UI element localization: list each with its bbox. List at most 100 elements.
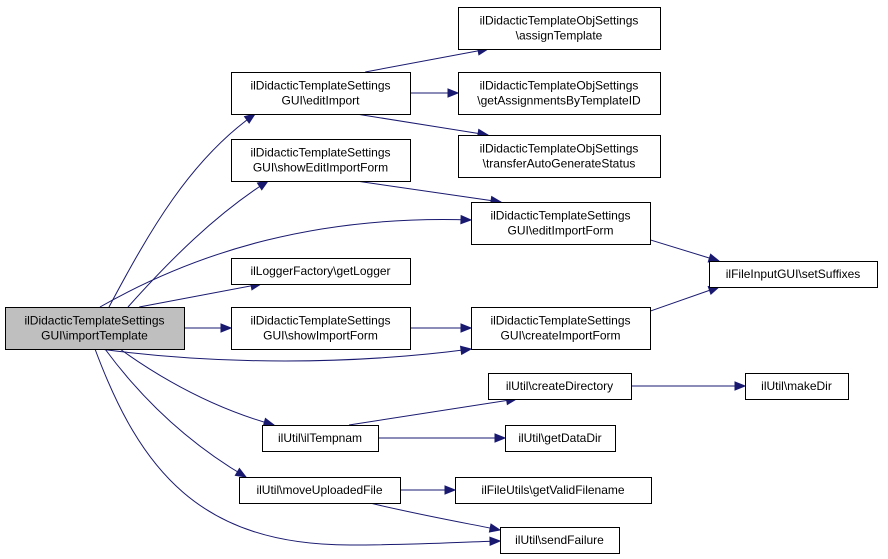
node-box[interactable] <box>458 7 661 50</box>
node-label: ilDidacticTemplateSettings <box>250 314 390 328</box>
nodes-layer: ilDidacticTemplateSettingsGUI\importTemp… <box>5 7 878 554</box>
node-box[interactable] <box>709 261 878 288</box>
edge-importTemplate-to-createImportForm <box>99 345 473 362</box>
arrow-head-icon <box>494 433 507 443</box>
edge-line <box>108 113 256 308</box>
arrow-head-icon <box>243 113 257 124</box>
edge-importTemplate-to-sendFailure <box>94 348 502 546</box>
node-box[interactable] <box>458 72 661 115</box>
arrow-head-icon <box>447 88 460 98</box>
arrow-head-icon <box>489 536 502 546</box>
node-getLogger[interactable]: ilLoggerFactory\getLogger <box>231 258 411 285</box>
node-box[interactable] <box>471 307 651 350</box>
node-label: GUI\editImport <box>281 94 360 108</box>
edge-line <box>348 398 517 426</box>
node-setSuffixes[interactable]: ilFileInputGUI\setSuffixes <box>709 261 878 288</box>
edge-ilTempnam-to-createDirectory <box>348 395 518 426</box>
node-label: ilDidacticTemplateObjSettings <box>480 14 639 28</box>
edge-editImport-to-assignTemplate <box>365 46 490 73</box>
node-box[interactable] <box>505 425 616 452</box>
node-label: ilDidacticTemplateSettings <box>250 146 390 160</box>
edge-line <box>649 286 720 312</box>
arrow-head-icon <box>488 523 502 533</box>
node-label: ilDidacticTemplateSettings <box>250 79 390 93</box>
edge-editImport-to-transferAutoGenerateStatus <box>356 113 490 139</box>
node-box[interactable] <box>458 135 661 178</box>
node-box[interactable] <box>231 72 411 115</box>
edge-moveUploadedFile-to-getValidFilename <box>400 485 457 495</box>
edge-line <box>356 180 502 203</box>
node-showEditImportForm[interactable]: ilDidacticTemplateSettingsGUI\showEditIm… <box>231 139 411 182</box>
edge-line <box>99 219 472 308</box>
node-label: ilDidacticTemplateSettings <box>490 209 630 223</box>
edge-line <box>127 180 269 308</box>
node-assignTemplate[interactable]: ilDidacticTemplateObjSettings\assignTemp… <box>458 7 661 50</box>
arrow-head-icon <box>220 323 233 333</box>
node-box[interactable] <box>231 139 411 182</box>
node-getDataDir[interactable]: ilUtil\getDataDir <box>505 425 616 452</box>
node-importTemplate[interactable]: ilDidacticTemplateSettingsGUI\importTemp… <box>5 307 185 350</box>
node-getAssignmentsByTemplateID[interactable]: ilDidacticTemplateObjSettings\getAssignm… <box>458 72 661 115</box>
edge-importTemplate-to-getLogger <box>139 281 263 308</box>
node-label: GUI\importTemplate <box>41 329 148 343</box>
arrow-head-icon <box>256 180 270 191</box>
node-getValidFilename[interactable]: ilFileUtils\getValidFilename <box>455 477 652 504</box>
edge-editImport-to-getAssignmentsByTemplateID <box>410 88 460 98</box>
node-box[interactable] <box>5 307 185 350</box>
node-createImportForm[interactable]: ilDidacticTemplateSettingsGUI\createImpo… <box>471 307 651 350</box>
edge-importTemplate-to-editImport <box>108 113 257 308</box>
node-moveUploadedFile[interactable]: ilUtil\moveUploadedFile <box>239 477 401 504</box>
edge-line <box>104 348 247 478</box>
edge-line <box>369 502 501 531</box>
edge-importTemplate-to-showImportForm <box>184 323 233 333</box>
edge-importTemplate-to-showEditImportForm <box>127 180 270 308</box>
node-label: ilUtil\createDirectory <box>506 379 613 393</box>
edge-showEditImportForm-to-editImportForm <box>356 180 503 206</box>
node-box[interactable] <box>500 527 620 554</box>
arrow-head-icon <box>444 485 457 495</box>
node-label: ilLoggerFactory\getLogger <box>250 264 390 278</box>
node-label: ilUtil\moveUploadedFile <box>256 483 382 497</box>
edge-line <box>649 239 720 262</box>
arrow-head-icon <box>707 253 721 263</box>
node-label: GUI\createImportForm <box>500 329 620 343</box>
node-label: ilUtil\ilTempnam <box>278 431 362 445</box>
arrow-head-icon <box>234 467 248 478</box>
node-label: ilUtil\makeDir <box>761 379 832 393</box>
node-label: ilFileUtils\getValidFilename <box>481 483 624 497</box>
node-box[interactable] <box>745 373 849 400</box>
edge-line <box>139 283 262 308</box>
node-box[interactable] <box>239 477 401 504</box>
node-label: ilDidacticTemplateSettings <box>24 314 164 328</box>
node-label: GUI\editImportForm <box>507 224 613 238</box>
node-box[interactable] <box>488 373 632 400</box>
edge-createDirectory-to-makeDir <box>631 381 747 391</box>
node-transferAutoGenerateStatus[interactable]: ilDidacticTemplateObjSettings\transferAu… <box>458 135 661 178</box>
node-box[interactable] <box>455 477 652 504</box>
node-sendFailure[interactable]: ilUtil\sendFailure <box>500 527 620 554</box>
node-label: ilFileInputGUI\setSuffixes <box>726 267 861 281</box>
edge-line <box>99 348 472 362</box>
node-showImportForm[interactable]: ilDidacticTemplateSettingsGUI\showImport… <box>231 307 411 350</box>
node-label: GUI\showEditImportForm <box>253 161 388 175</box>
edge-createImportForm-to-setSuffixes <box>649 286 721 312</box>
edge-line <box>356 113 489 136</box>
node-box[interactable] <box>231 258 411 285</box>
node-label: ilDidacticTemplateSettings <box>490 314 630 328</box>
node-box[interactable] <box>471 202 651 245</box>
node-box[interactable] <box>262 425 379 452</box>
node-makeDir[interactable]: ilUtil\makeDir <box>745 373 849 400</box>
node-ilTempnam[interactable]: ilUtil\ilTempnam <box>262 425 379 452</box>
node-createDirectory[interactable]: ilUtil\createDirectory <box>488 373 632 400</box>
node-editImportForm[interactable]: ilDidacticTemplateSettingsGUI\editImport… <box>471 202 651 245</box>
node-label: \transferAutoGenerateStatus <box>483 157 636 171</box>
edge-importTemplate-to-moveUploadedFile <box>104 348 248 478</box>
node-label: ilDidacticTemplateObjSettings <box>480 79 639 93</box>
edge-ilTempnam-to-getDataDir <box>378 433 507 443</box>
edges-layer <box>94 46 747 546</box>
node-box[interactable] <box>231 307 411 350</box>
arrow-head-icon <box>460 214 473 225</box>
edge-showImportForm-to-createImportForm <box>410 323 473 333</box>
